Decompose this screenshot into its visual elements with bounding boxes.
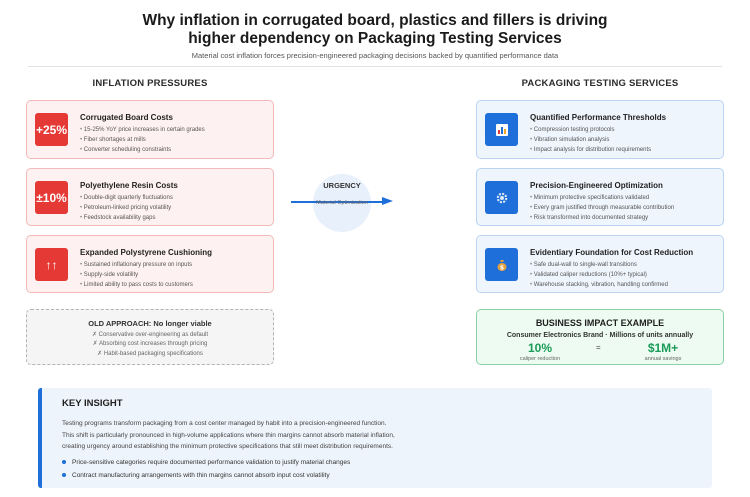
plus-minus-badge: ±10%: [35, 181, 68, 214]
card-bullets: Compression testing protocols Vibration …: [530, 126, 651, 155]
key-insight-text: Testing programs transform packaging fro…: [62, 418, 582, 453]
polyethylene-resin-card: ±10% Polyethylene Resin Costs Double-dig…: [26, 168, 274, 226]
list-item: Contract manufacturing arrangements with…: [62, 469, 350, 482]
list-item: Sustained inflationary pressure on input…: [80, 261, 193, 271]
list-item: Petroleum-linked pricing volatility: [80, 204, 173, 214]
business-impact-box: BUSINESS IMPACT EXAMPLE Consumer Electro…: [476, 309, 724, 365]
list-item: Habit-based packaging specifications: [27, 350, 273, 359]
gear-icon: [485, 181, 518, 214]
list-item: Limited ability to pass costs to custome…: [80, 281, 193, 291]
card-bullets: 15-25% YoY price increases in certain gr…: [80, 126, 205, 155]
caliper-reduction-label: caliper reduction: [519, 356, 561, 362]
urgency-circle: [313, 174, 371, 232]
list-item: Impact analysis for distribution require…: [530, 146, 651, 156]
insight-line-2: This shift is particularly pronounced in…: [62, 431, 395, 439]
card-title: Polyethylene Resin Costs: [80, 181, 178, 190]
money-bag-icon: $: [485, 248, 518, 281]
list-item: Converter scheduling constraints: [80, 146, 205, 156]
card-bullets: Double-digit quarterly fluctuations Petr…: [80, 194, 173, 223]
urgency-sublabel: Material Optimization: [316, 200, 368, 206]
cost-reduction-card: $ Evidentiary Foundation for Cost Reduct…: [476, 235, 724, 293]
title-line-2: higher dependency on Packaging Testing S…: [188, 30, 562, 47]
old-approach-box: OLD APPROACH: No longer viable Conservat…: [26, 309, 274, 365]
urgency-label: URGENCY: [323, 181, 361, 190]
svg-text:$: $: [499, 264, 503, 271]
performance-thresholds-card: Quantified Performance Thresholds Compre…: [476, 100, 724, 159]
title-line-1: Why inflation in corrugated board, plast…: [142, 12, 608, 29]
list-item: Fiber shortages at mills: [80, 136, 205, 146]
annual-savings-label: annual savings: [644, 356, 682, 362]
old-approach-list: Conservative over-engineering as default…: [27, 331, 273, 359]
old-approach-title: OLD APPROACH: No longer viable: [88, 319, 212, 328]
card-bullets: Minimum protective specifications valida…: [530, 194, 674, 223]
card-title: Quantified Performance Thresholds: [530, 113, 667, 122]
page-subtitle: Material cost inflation forces precision…: [191, 51, 559, 60]
list-item: Conservative over-engineering as default: [27, 331, 273, 340]
double-up-arrow-icon: ↑↑: [35, 248, 68, 281]
list-item: 15-25% YoY price increases in certain gr…: [80, 126, 205, 136]
arrow-right-icon: [382, 197, 393, 205]
polystyrene-cushioning-card: ↑↑ Expanded Polystyrene Cushioning Susta…: [26, 235, 274, 293]
key-insight-bullets: Price-sensitive categories require docum…: [62, 456, 350, 482]
chart-icon: [485, 113, 518, 146]
list-item: Compression testing protocols: [530, 126, 651, 136]
equals-sign: =: [596, 343, 601, 352]
list-item: Minimum protective specifications valida…: [530, 194, 674, 204]
annual-savings-value: $1M+: [647, 341, 679, 355]
card-bullets: Sustained inflationary pressure on input…: [80, 261, 193, 290]
list-item: Supply-side volatility: [80, 271, 193, 281]
impact-subtitle: Consumer Electronics Brand · Millions of…: [506, 332, 694, 339]
list-item: Price-sensitive categories require docum…: [62, 456, 350, 469]
percent-up-badge: +25%: [35, 113, 68, 146]
list-item: Absorbing cost increases through pricing: [27, 340, 273, 349]
impact-title: BUSINESS IMPACT EXAMPLE: [535, 318, 665, 328]
insight-line-1: Testing programs transform packaging fro…: [62, 420, 387, 427]
card-title: Precision-Engineered Optimization: [530, 181, 663, 190]
card-title: Expanded Polystyrene Cushioning: [80, 248, 213, 257]
list-item: Warehouse stacking, vibration, handling …: [530, 281, 668, 291]
card-title: Corrugated Board Costs: [80, 113, 173, 122]
key-insight-panel: KEY INSIGHT Testing programs transform p…: [38, 388, 712, 488]
inflation-pressures-heading: INFLATION PRESSURES: [92, 78, 208, 89]
card-title: Evidentiary Foundation for Cost Reductio…: [530, 248, 694, 257]
header-divider: [28, 66, 722, 67]
caliper-reduction-value: 10%: [527, 341, 553, 355]
list-item: Safe dual-wall to single-wall transition…: [530, 261, 668, 271]
list-item: Feedstock availability gaps: [80, 214, 173, 224]
list-item: Risk transformed into documented strateg…: [530, 214, 674, 224]
corrugated-board-card: +25% Corrugated Board Costs 15-25% YoY p…: [26, 100, 274, 159]
card-bullets: Safe dual-wall to single-wall transition…: [530, 261, 668, 290]
testing-services-heading: PACKAGING TESTING SERVICES: [521, 78, 679, 89]
list-item: Double-digit quarterly fluctuations: [80, 194, 173, 204]
insight-line-3: creating urgency around establishing the…: [62, 443, 393, 450]
list-item: Every gram justified through measurable …: [530, 204, 674, 214]
list-item: Vibration simulation analysis: [530, 136, 651, 146]
flow-arrow-line: [291, 200, 383, 203]
list-item: Validated caliper reductions (10%+ typic…: [530, 271, 668, 281]
key-insight-title: KEY INSIGHT: [62, 398, 123, 409]
page-title: Why inflation in corrugated board, plast…: [0, 12, 750, 48]
precision-optimization-card: Precision-Engineered Optimization Minimu…: [476, 168, 724, 226]
